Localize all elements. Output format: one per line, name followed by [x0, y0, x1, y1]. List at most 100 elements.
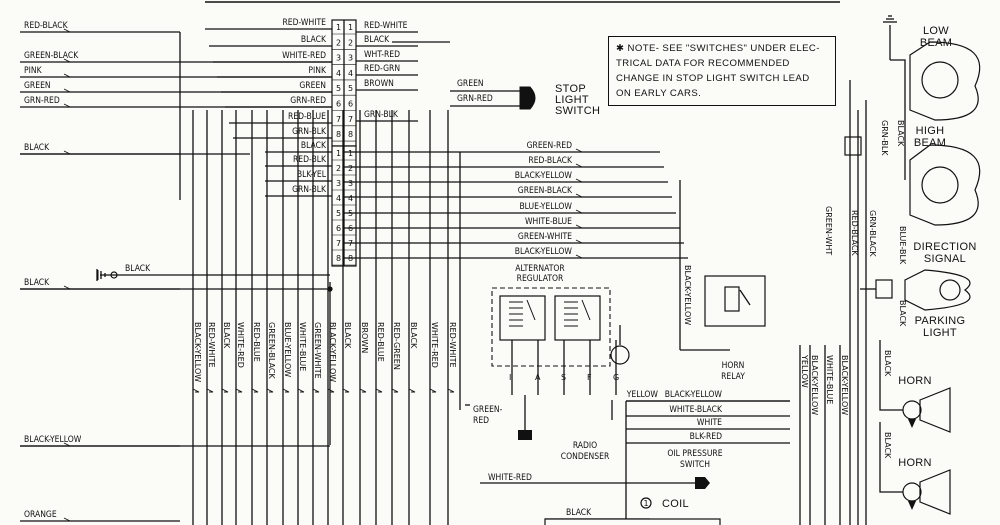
connector-pin: 7	[336, 239, 341, 248]
left-wire-label: ORANGE	[24, 510, 57, 520]
vertical-wire-label: RED-BLUE	[252, 322, 261, 362]
vertical-wire-label: WHITE-RED	[430, 322, 439, 368]
low-beam-bulb	[921, 61, 959, 99]
vertical-wire-label: BLUE-YELLOW	[283, 322, 292, 377]
wire-tag-arrow	[63, 73, 71, 78]
horn-wire	[879, 422, 903, 493]
direction-signal-socket	[875, 279, 893, 299]
left-wire-label: GRN-RED	[24, 96, 60, 106]
horn-ground	[908, 419, 916, 428]
white-red-label: WHITE-RED	[488, 473, 532, 483]
connector-pin: 7	[348, 115, 353, 124]
horn-relay-coil	[724, 286, 740, 312]
high-beam-lamp	[909, 144, 981, 226]
connector-pin: 3	[348, 54, 353, 63]
vertical-wire-label: BLACK	[409, 322, 418, 349]
horn-relay-label: HORN	[722, 361, 745, 371]
wire-tag-arrow	[575, 193, 583, 198]
connector-pin: 3	[348, 179, 353, 188]
low-beam-lamp	[909, 41, 981, 121]
wire-tag-arrow	[206, 388, 214, 393]
connector-pin: 8	[336, 254, 341, 263]
wire-tag-arrow	[429, 388, 437, 393]
vertical-wire-label: RED-WHITE	[448, 322, 457, 368]
headlamp-vertical-label: GRN-BLK	[880, 120, 889, 156]
alternator-regulator-label: REGULATOR	[517, 274, 564, 284]
vertical-wire-label: WHITE-BLUE	[298, 322, 307, 371]
right-vertical-label: BLACK-YELLOW	[810, 355, 819, 415]
connector-pin: 7	[336, 115, 341, 124]
regulator-pin-label: G	[613, 373, 619, 382]
connector1-left-label: GREEN	[299, 81, 326, 91]
connector2-left-label: GRN-BLK	[292, 185, 327, 195]
vertical-wire-label: BLACK	[343, 322, 352, 349]
connector-pin: 1	[348, 23, 353, 32]
connector1-right-label: GRN-BLK	[364, 110, 399, 120]
note-box: ✱ NOTE- SEE "SWITCHES" UNDER ELEC- TRICA…	[608, 36, 836, 106]
relay-contact	[526, 299, 536, 321]
vertical-wire-label: RED-WHITE	[207, 322, 216, 368]
connector-pin: 8	[348, 130, 353, 139]
connector1-right-label: WHT-RED	[364, 50, 400, 60]
regulator-transistor	[610, 345, 630, 365]
horn-ground	[908, 501, 916, 510]
wire-tag-arrow	[266, 388, 274, 393]
vertical-wire-label: BLACK-YELLOW	[328, 322, 337, 382]
stop-light-switch-label: SWITCH	[555, 105, 600, 117]
regulator-pin-label: A	[535, 373, 541, 382]
ground-terminal	[110, 271, 118, 279]
middle-wire-label: GREEN-WHITE	[518, 232, 572, 242]
connector-pin: 6	[336, 100, 341, 109]
wire-tag-arrow	[63, 103, 71, 108]
connector-pin: 1	[348, 149, 353, 158]
wire-tag-arrow	[312, 388, 320, 393]
headlamp-connector	[844, 136, 862, 156]
bottom-wire-label: YELLOW	[626, 390, 659, 400]
regulator-relay-2	[554, 295, 601, 341]
connector1-left-label: GRN-BLK	[292, 127, 327, 137]
right-vertical-label: BLACK-YELLOW	[840, 355, 849, 415]
connector2-left-label: BLK-YEL	[297, 170, 327, 180]
headlamp-vertical-label: GRN-BLACK	[868, 210, 877, 257]
connector-pin: 4	[348, 194, 353, 203]
left-wire-label: RED-BLACK	[24, 21, 69, 31]
right-vertical-label: YELLOW	[800, 354, 809, 388]
stop-light-switch-label: LIGHT	[555, 94, 589, 106]
connector1-left-label: PINK	[308, 66, 327, 76]
connector-pin: 4	[336, 194, 341, 203]
middle-wire-label: GREEN-BLACK	[518, 186, 573, 196]
horn-label: HORN	[898, 457, 932, 469]
middle-wire-label: GREEN-RED	[527, 141, 573, 151]
wire-tag-arrow	[282, 388, 290, 393]
regulator-green-red-label: RED	[473, 416, 489, 426]
relay-contact	[581, 299, 591, 321]
connector-pin: 2	[336, 38, 341, 47]
stop-light-switch-label: STOP	[555, 83, 586, 95]
connector-pin: 1	[336, 149, 341, 158]
horn-relay-label: RELAY	[721, 372, 745, 382]
left-wire-label: BLACK	[24, 143, 50, 153]
connector-pin: 3	[336, 54, 341, 63]
wire-tag-arrow	[251, 388, 259, 393]
connector1-left-label: RED-WHITE	[282, 18, 326, 28]
connector-pin: 2	[336, 164, 341, 173]
regulator-pin-label: F	[587, 373, 592, 382]
connector-pin: 5	[348, 84, 353, 93]
middle-wire-label: BLACK-YELLOW	[515, 171, 573, 181]
regulator-green-red-label: GREEN-	[473, 405, 503, 415]
wire-tag-arrow	[575, 148, 583, 153]
connector1-left-label: GRN-RED	[290, 96, 326, 106]
wire-tag-arrow	[63, 88, 71, 93]
connector1-right-label: BLACK	[364, 35, 390, 45]
vertical-wire-label: BLACK	[222, 322, 231, 349]
high-beam-label: HIGH	[916, 125, 945, 137]
parking-light-lamp	[904, 269, 971, 311]
parking-light-label: LIGHT	[923, 327, 957, 339]
connector-pin: 5	[336, 209, 341, 218]
wire-tag-arrow	[297, 388, 305, 393]
regulator-pin-label: S	[561, 373, 566, 382]
vertical-wire-label: BLACK-YELLOW	[193, 322, 202, 382]
left-wire-label: GREEN-BLACK	[24, 51, 79, 61]
black-ds-label: BLACK	[898, 300, 907, 327]
vertical-wire-label: RED-GREEN	[392, 322, 401, 370]
